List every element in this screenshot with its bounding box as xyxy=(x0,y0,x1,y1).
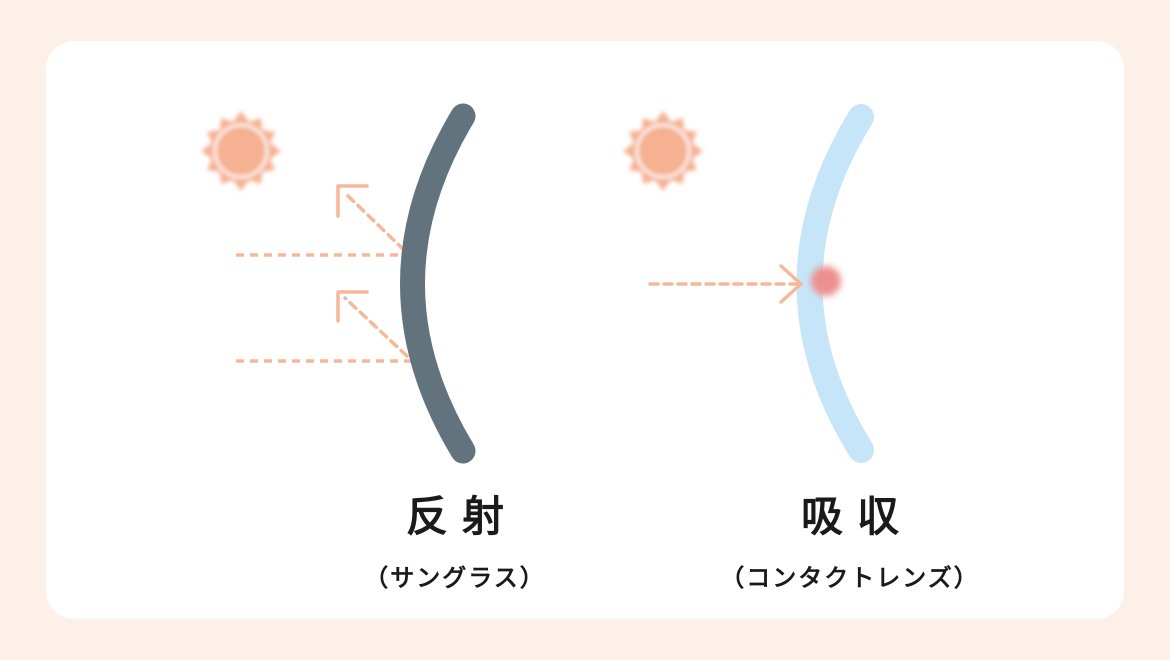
contact-lens xyxy=(796,104,874,463)
right-caption: 吸収 （コンタクトレンズ） xyxy=(700,492,1000,592)
reflected-arrowhead-lower xyxy=(336,290,369,323)
left-sun-icon xyxy=(201,111,281,191)
sunglasses-subtitle: （サングラス） xyxy=(364,564,546,592)
absorption-spot xyxy=(811,266,841,296)
right-sun-icon xyxy=(623,111,703,191)
incoming-arrowhead xyxy=(779,264,803,304)
contact-lens-subtitle: （コンタクトレンズ） xyxy=(720,564,980,592)
left-reflected-rays xyxy=(336,184,409,358)
right-incoming-ray xyxy=(648,264,803,304)
reflected-ray-lower xyxy=(343,296,409,358)
reflected-ray-upper xyxy=(343,191,406,252)
sunglass-lens xyxy=(400,103,476,464)
reflected-arrowhead-upper xyxy=(336,184,369,218)
reflection-title: 反射 xyxy=(405,492,518,541)
left-incoming-rays xyxy=(236,253,412,363)
absorption-title: 吸収 xyxy=(800,492,913,541)
left-caption: 反射 （サングラス） xyxy=(340,492,570,592)
